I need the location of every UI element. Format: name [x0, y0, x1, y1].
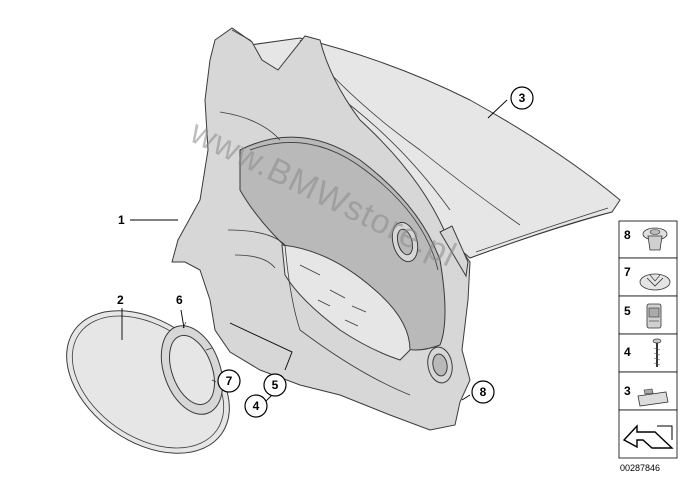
small-parts-legend: 8 7 5 4 3 — [618, 220, 678, 459]
legend-number-7: 7 — [624, 265, 631, 279]
direction-arrow-icon — [622, 424, 674, 449]
callout-4: 4 — [253, 399, 260, 413]
callout-7: 7 — [226, 374, 233, 388]
legend-number-8: 8 — [624, 228, 631, 242]
expanding-nut-icon — [646, 303, 662, 329]
clip-nut-icon — [639, 273, 671, 291]
legend-number-3: 3 — [624, 384, 631, 398]
callout-8: 8 — [480, 385, 487, 399]
legend-number-5: 5 — [624, 304, 631, 318]
callout-3-circle: 3 — [510, 86, 534, 110]
part-6-grille-ring — [160, 321, 224, 415]
callout-1: 1 — [118, 213, 125, 227]
legend-number-4: 4 — [624, 345, 631, 359]
callout-5-circle: 5 — [263, 373, 287, 397]
retaining-clip-icon — [637, 388, 669, 407]
callout-3: 3 — [519, 91, 526, 105]
document-number: 00287846 — [620, 463, 660, 473]
callout-4-circle: 4 — [244, 394, 268, 418]
part-1-side-trim-panel — [171, 27, 471, 431]
callout-8-circle: 8 — [471, 380, 495, 404]
screw-icon — [652, 338, 662, 367]
push-rivet-icon — [642, 227, 668, 251]
callout-6: 6 — [176, 293, 183, 307]
callout-5: 5 — [272, 378, 279, 392]
callout-2: 2 — [117, 293, 124, 307]
callout-7-circle: 7 — [217, 369, 241, 393]
